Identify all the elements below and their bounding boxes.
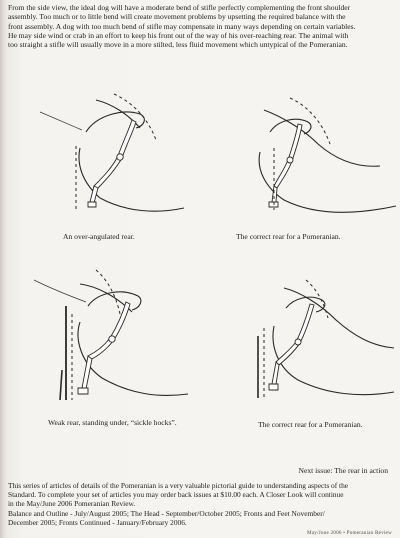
figure-correct-rear	[250, 88, 398, 218]
intro-line: From the side view, the ideal dog will h…	[8, 3, 351, 12]
page-spine-shadow	[0, 0, 7, 538]
series-line: Standard. To complete your set of articl…	[8, 490, 344, 500]
archive-line: December 2005; Fronts Continued - Januar…	[8, 518, 187, 528]
rear-skeleton-illustration	[257, 279, 395, 398]
intro-line: assembly. Too much or to little bend wil…	[8, 12, 346, 22]
series-line: in the May/June 2006 Pomeranian Review.	[8, 499, 136, 509]
figure-caption: The correct rear for a Pomeranian.	[236, 232, 341, 241]
intro-line: He may side wind or crab in an effort to…	[8, 30, 349, 40]
intro-paragraph: From the side view, the ideal dog will h…	[8, 3, 396, 49]
figure-correct-rear-second	[244, 266, 396, 406]
figure-caption: An over-angulated rear.	[63, 232, 135, 241]
archive-line: Balance and Outline - July/August 2005; …	[8, 509, 325, 518]
figure-caption: The correct rear for a Pomeranian.	[258, 420, 363, 429]
intro-line: too straight a stifle will usually move …	[8, 40, 348, 50]
next-issue-note: Next issue: The rear in action	[298, 466, 388, 475]
figure-sickle-hocks-rear	[30, 266, 190, 406]
series-paragraph: This series of articles of details of th…	[8, 481, 394, 509]
rear-skeleton-illustration	[33, 269, 189, 401]
back-issues-list: Balance and Outline - July/August 2005; …	[8, 509, 394, 527]
rear-skeleton-illustration	[258, 97, 397, 213]
series-line: This series of articles of details of th…	[8, 481, 349, 490]
figure-caption: Weak rear, standing under, “sickle hocks…	[48, 418, 177, 427]
rear-skeleton-illustration	[39, 93, 185, 212]
page-footer: May/June 2006 • Pomeranian Review	[306, 530, 392, 536]
intro-line: front assembly. A dog with too much bend…	[8, 21, 356, 31]
figure-over-angulated-rear	[36, 88, 186, 218]
